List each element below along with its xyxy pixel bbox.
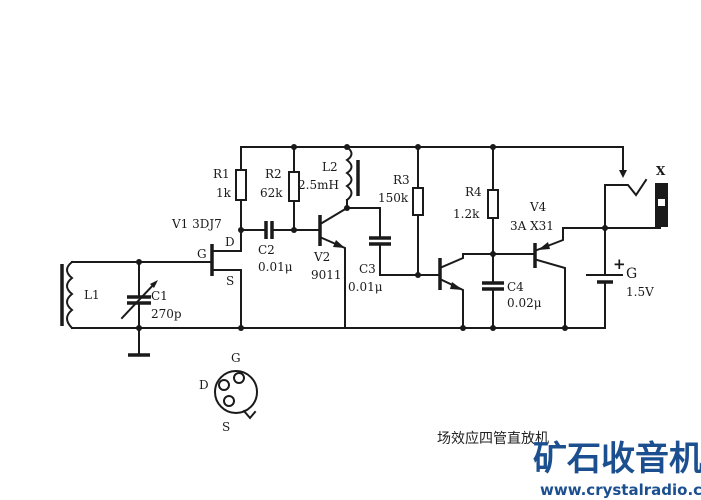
- watermark-logo: 矿石收音机: [533, 439, 701, 479]
- label-c3-value: 0.01μ: [348, 280, 383, 294]
- label-battery-value: 1.5V: [626, 285, 654, 299]
- resistor-r4: [487, 189, 499, 219]
- label-v4-value: 3A X31: [510, 219, 554, 233]
- label-r2: R2: [265, 167, 282, 181]
- capacitor-c3: [369, 236, 391, 246]
- label-v2: V2: [313, 250, 330, 264]
- variable-capacitor-c1: [120, 280, 158, 357]
- label-v2-value: 9011: [311, 268, 342, 282]
- label-pin-source: S: [222, 420, 230, 434]
- nodes: [136, 144, 608, 331]
- battery-g: [586, 274, 623, 284]
- label-battery: G: [626, 266, 637, 282]
- label-r1-value: 1k: [216, 186, 232, 200]
- wires: [71, 146, 661, 356]
- label-r1: R1: [213, 167, 230, 181]
- label-drain: D: [225, 235, 235, 249]
- label-pin-drain: D: [199, 378, 209, 392]
- capacitor-c2: [264, 221, 274, 239]
- label-c1-value: 270p: [151, 307, 182, 321]
- label-c4-value: 0.02μ: [507, 296, 542, 310]
- resistor-r1: [235, 169, 247, 201]
- label-c4: C4: [507, 280, 524, 294]
- jfet-pinout-diagram: [214, 370, 258, 420]
- label-source: S: [226, 274, 234, 288]
- watermark-url: www.crystalradio.cn: [540, 481, 701, 499]
- label-pin-gate: G: [231, 351, 241, 365]
- label-l2: L2: [322, 160, 338, 174]
- inductor-l2: [345, 145, 360, 202]
- label-r4: R4: [465, 185, 482, 199]
- transistor-v4: [533, 242, 550, 268]
- label-r2-value: 62k: [260, 186, 283, 200]
- label-c1: C1: [151, 289, 168, 303]
- label-v4: V4: [529, 200, 547, 214]
- label-r4-value: 1.2k: [453, 207, 480, 221]
- inductor-l1: [60, 260, 74, 330]
- resistor-r2: [288, 171, 300, 202]
- label-c3: C3: [359, 262, 376, 276]
- label-r3: R3: [393, 173, 410, 187]
- earphone-jack-x: [619, 170, 668, 227]
- label-r3-value: 150k: [378, 191, 409, 205]
- label-gate: G: [197, 247, 207, 261]
- label-battery-plus: +: [613, 255, 626, 273]
- label-l2-value: 2.5mH: [298, 178, 339, 192]
- diagram-caption: 场效应四管直放机: [437, 430, 549, 447]
- transistor-v2: [318, 215, 345, 248]
- label-jack: X: [656, 164, 666, 178]
- label-l1: L1: [84, 288, 100, 302]
- label-v1: V1 3DJ7: [171, 217, 222, 231]
- resistor-r3: [412, 187, 424, 216]
- capacitor-c4: [482, 281, 504, 291]
- transistor-v3: [438, 258, 463, 290]
- label-c2-value: 0.01μ: [258, 260, 293, 274]
- label-c2: C2: [258, 243, 275, 257]
